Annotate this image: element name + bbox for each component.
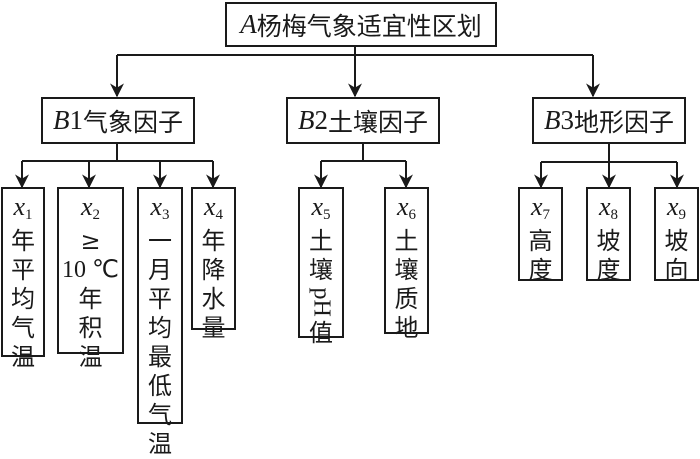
factor-variable: x2 (80, 192, 101, 224)
group-number: 3 (560, 105, 574, 135)
factor-variable: x9 (666, 192, 687, 224)
factor-variable: x8 (598, 192, 619, 224)
factor-label: 一月平均最低气温 (148, 227, 172, 458)
factor-node-x4: x4 年降水量 (191, 187, 236, 342)
factor-label: 高度 (528, 227, 553, 284)
root-label: 杨梅气象适宜性区划 (256, 11, 482, 41)
group-prefix: B (52, 105, 70, 135)
factor-variable: x3 (150, 192, 170, 224)
factor-variable: x7 (530, 192, 551, 224)
factor-label: 土壤质地 (394, 227, 419, 342)
group-number: 2 (314, 105, 328, 135)
factor-variable: x5 (311, 192, 331, 224)
factor-label: 坡度 (596, 227, 621, 284)
group-label: 土壤因子 (327, 107, 428, 137)
factor-variable: x1 (13, 192, 33, 224)
factor-node-x6: x6 土壤质地 (384, 187, 429, 342)
group-prefix: B (543, 105, 561, 135)
root-prefix: A (240, 9, 257, 39)
factor-label: 年平均气温 (11, 227, 35, 371)
factor-node-x7: x7 高度 (518, 187, 563, 284)
group-prefix: B (297, 105, 315, 135)
factor-node-x9: x9 坡向 (654, 187, 699, 284)
factor-label: 坡向 (664, 227, 689, 284)
group-number: 1 (69, 105, 83, 135)
factor-node-x1: x1 年平均气温 (1, 187, 45, 371)
factor-label: 年降水量 (201, 227, 226, 342)
group-label: 地形因子 (573, 107, 674, 137)
factor-node-x8: x8 坡度 (586, 187, 631, 284)
group-label: 气象因子 (82, 107, 183, 137)
factor-variable: x6 (396, 192, 417, 224)
connector-lines (15, 46, 684, 189)
factor-node-x3: x3 一月平均最低气温 (137, 187, 183, 458)
factor-variable: x4 (203, 192, 224, 224)
